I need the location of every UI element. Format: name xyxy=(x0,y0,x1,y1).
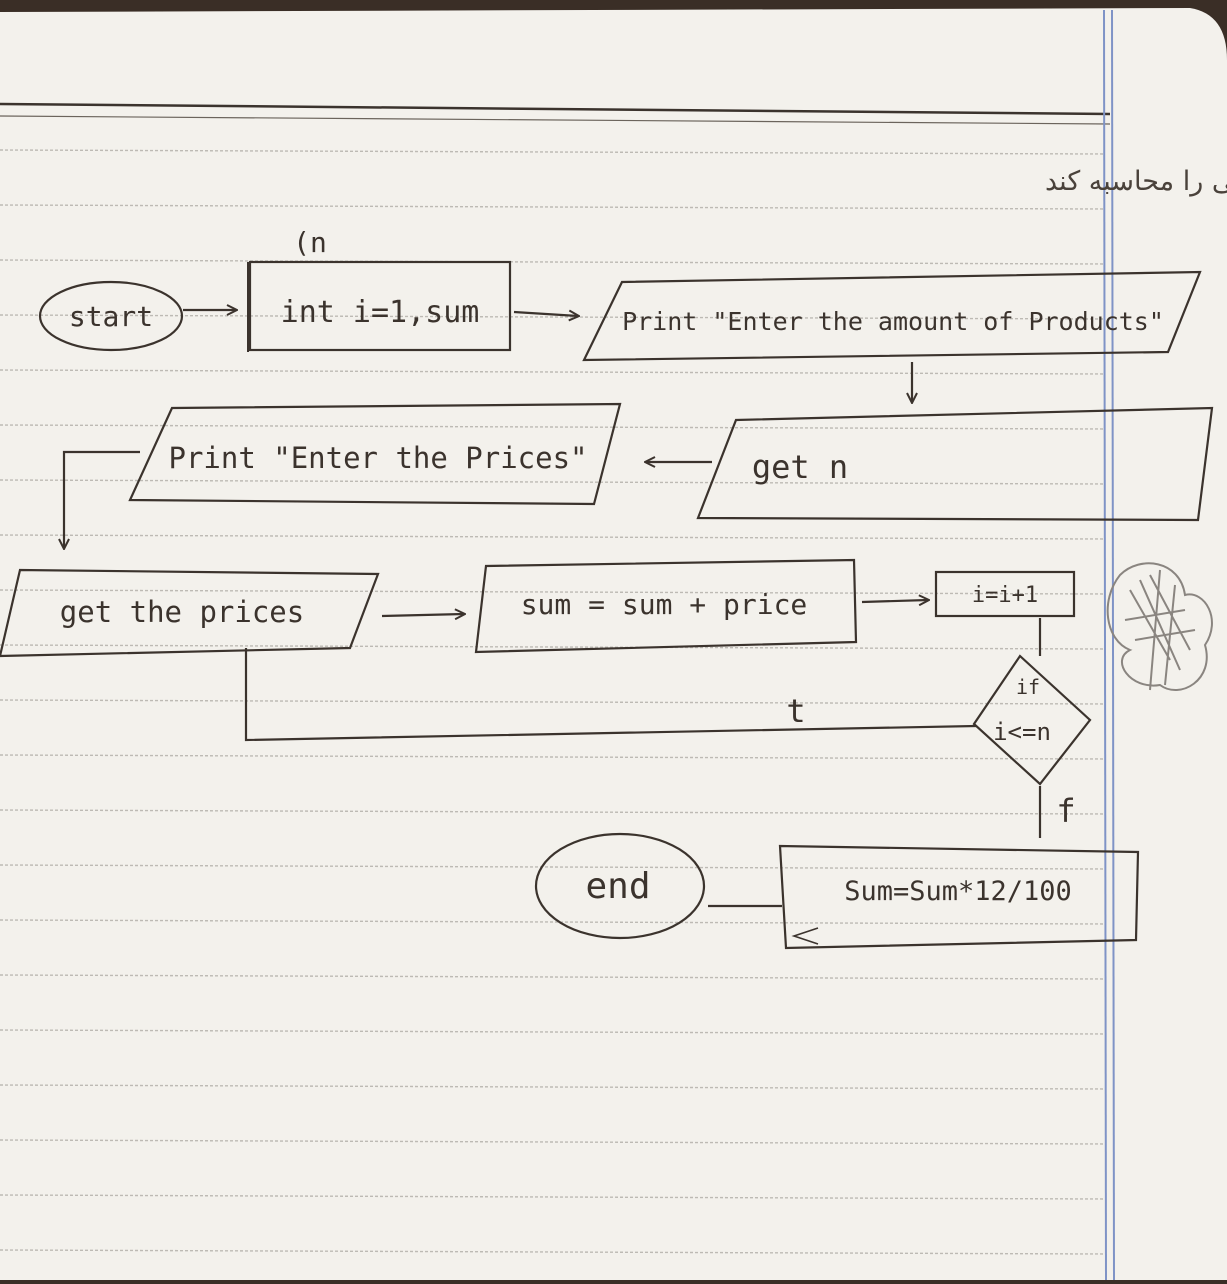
ruled-lines xyxy=(0,149,1105,1255)
ruled-line xyxy=(0,424,1105,430)
flow-arrow xyxy=(513,312,578,316)
header-line xyxy=(0,102,1111,116)
flow-arrow xyxy=(381,614,464,616)
ruled-line xyxy=(0,479,1105,485)
increment-process xyxy=(934,570,1076,618)
ruled-line xyxy=(0,1139,1105,1145)
ruled-line xyxy=(0,314,1105,320)
decision-condition: i<=n xyxy=(993,718,1051,746)
ruled-line xyxy=(0,589,1105,595)
ruled-line xyxy=(0,149,1105,155)
start-terminal xyxy=(38,280,184,352)
ruled-line xyxy=(0,754,1105,760)
ruled-line xyxy=(0,204,1105,210)
header-line xyxy=(0,115,1111,125)
decision-diamond xyxy=(972,654,1092,786)
flow-arrow xyxy=(791,927,819,945)
ruled-line xyxy=(0,259,1105,265)
ruled-line xyxy=(0,1029,1105,1035)
increment-label: i=i+1 xyxy=(972,583,1038,608)
true-loop-connector xyxy=(244,648,977,742)
instruction-text: فلوچارت برنامه‌ای را رسم کنید که مبلغ ما… xyxy=(1045,166,1227,197)
notebook-page xyxy=(0,8,1227,1280)
ruled-line xyxy=(0,864,1105,870)
end-terminal xyxy=(534,832,706,940)
get-prices-io xyxy=(0,568,380,658)
decision-if-label: if xyxy=(1016,675,1040,699)
flow-connector xyxy=(64,450,140,548)
sum-tax-process xyxy=(778,844,1140,950)
ruled-line xyxy=(0,1249,1105,1255)
sum-update-process xyxy=(474,558,858,654)
print-amount-label: Print "Enter the amount of Products" xyxy=(622,307,1164,336)
ruled-line xyxy=(0,699,1105,705)
start-label: start xyxy=(69,300,153,333)
get-n-io xyxy=(696,406,1214,522)
init-note: (n xyxy=(293,226,327,259)
print-prices-io xyxy=(128,402,622,506)
scribble-mark xyxy=(1106,562,1213,691)
ruled-line xyxy=(0,809,1105,815)
true-label: t xyxy=(786,692,805,730)
sum-tax-label: Sum=Sum*12/100 xyxy=(844,876,1072,907)
ruled-line xyxy=(0,369,1105,375)
init-process xyxy=(248,260,512,352)
ruled-line xyxy=(0,974,1105,980)
print-prices-label: Print "Enter the Prices" xyxy=(168,441,587,475)
ruled-line xyxy=(0,919,1105,925)
get-n-label: get n xyxy=(752,448,848,486)
margin-line xyxy=(1111,9,1115,1281)
ruled-line xyxy=(0,1194,1105,1200)
init-label: int i=1,sum xyxy=(281,295,480,330)
margin-line xyxy=(1103,9,1107,1281)
sum-update-label: sum = sum + price xyxy=(521,588,808,621)
false-label: f xyxy=(1056,792,1075,830)
end-label: end xyxy=(585,866,650,907)
ruled-line xyxy=(0,1084,1105,1090)
ruled-line xyxy=(0,534,1105,540)
print-amount-io xyxy=(582,270,1202,362)
get-prices-label: get the prices xyxy=(60,595,304,629)
ruled-line xyxy=(0,644,1105,650)
flow-arrow xyxy=(861,600,928,602)
